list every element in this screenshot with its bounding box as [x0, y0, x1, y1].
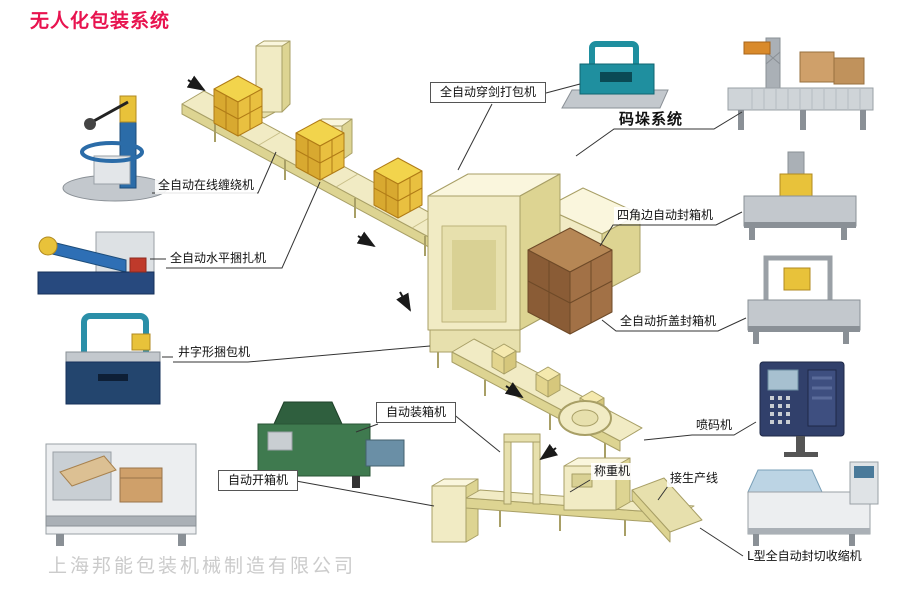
carousel-unit: [558, 400, 612, 436]
pallet-carton-stack: [527, 227, 613, 335]
label-inkjet-coding: 喷码机: [693, 417, 736, 434]
label-sword-strapping: 全自动穿剑打包机: [430, 82, 547, 103]
carton-stack-2: [295, 119, 345, 181]
horizontal-strapper-photo: [37, 231, 155, 295]
carton-stack-3: [373, 157, 423, 219]
stretch-wrapper-photo: [62, 95, 168, 202]
label-flap-sealing: 全自动折盖封箱机: [617, 313, 720, 330]
inkjet-coder-photo: [759, 361, 845, 457]
small-pack-2: [535, 366, 561, 398]
label-horizontal-strapping: 全自动水平捆扎机: [167, 250, 270, 267]
palletizer-photo: [727, 37, 874, 130]
label-to-production-line: 接生产线: [667, 470, 722, 487]
small-pack-1: [491, 343, 517, 375]
corner-sealer-photo: [743, 151, 857, 240]
company-watermark: 上海邦能包装机械制造有限公司: [48, 555, 357, 577]
connector-lines: [150, 83, 757, 557]
l-shrink-wrapper-photo: [747, 461, 879, 546]
case-packer-photo: [257, 401, 405, 488]
label-case-packing: 自动装箱机: [376, 402, 457, 423]
label-palletizing: 码垛系统: [619, 110, 684, 128]
flap-sealer-photo: [747, 255, 861, 344]
weighing-unit: [563, 457, 631, 511]
central-conveyor-system: [181, 40, 703, 543]
production-line-chute: [631, 477, 703, 543]
packing-conveyor: [451, 338, 643, 458]
sword-strapper-photo: [561, 41, 669, 109]
label-corner-sealing: 四角边自动封箱机: [614, 207, 717, 224]
carton-stack-1: [213, 75, 263, 137]
flow-arrows: [186, 75, 559, 461]
label-online-wrapping: 全自动在线缠绕机: [155, 177, 258, 194]
arch-strapper-photo: [65, 313, 161, 405]
erector-outfeed-column: [431, 478, 479, 543]
label-l-shrink-wrapping: L型全自动封切收缩机: [744, 548, 865, 565]
label-weighing: 称重机: [591, 463, 634, 480]
case-erector-photo: [45, 443, 197, 546]
arch-frame: [503, 433, 541, 505]
page-title: 无人化包装系统: [30, 10, 171, 32]
label-case-erecting: 自动开箱机: [218, 470, 299, 491]
label-well-strapping: 井字形捆包机: [175, 344, 254, 361]
